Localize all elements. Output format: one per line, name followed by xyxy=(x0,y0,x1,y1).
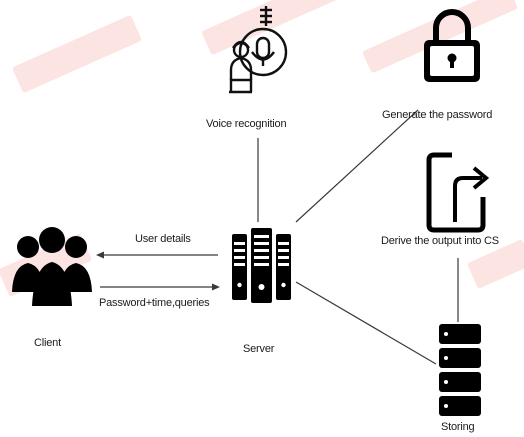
share-arrow-icon xyxy=(426,152,490,233)
padlock-icon xyxy=(424,9,480,82)
generate-password-label: Generate the password xyxy=(382,109,493,121)
storing-label: Storing xyxy=(441,421,475,433)
arrow-user-details xyxy=(96,251,218,259)
user-details-edge-label: User details xyxy=(135,233,191,245)
voice-recognition-icon xyxy=(229,6,288,94)
client-label: Client xyxy=(34,337,61,349)
connector-server-generate xyxy=(295,109,419,223)
password-time-queries-edge-label: Password+time,queries xyxy=(99,297,210,309)
users-group-icon xyxy=(12,227,92,306)
server-rack-icon xyxy=(232,228,291,303)
arrow-password-time-queries xyxy=(100,283,220,291)
connector-server-storing xyxy=(295,281,437,365)
voice-recognition-label: Voice recognition xyxy=(206,118,287,130)
database-icon xyxy=(439,324,481,416)
server-label: Server xyxy=(243,343,275,355)
derive-output-label: Derive the output into CS xyxy=(381,235,499,247)
